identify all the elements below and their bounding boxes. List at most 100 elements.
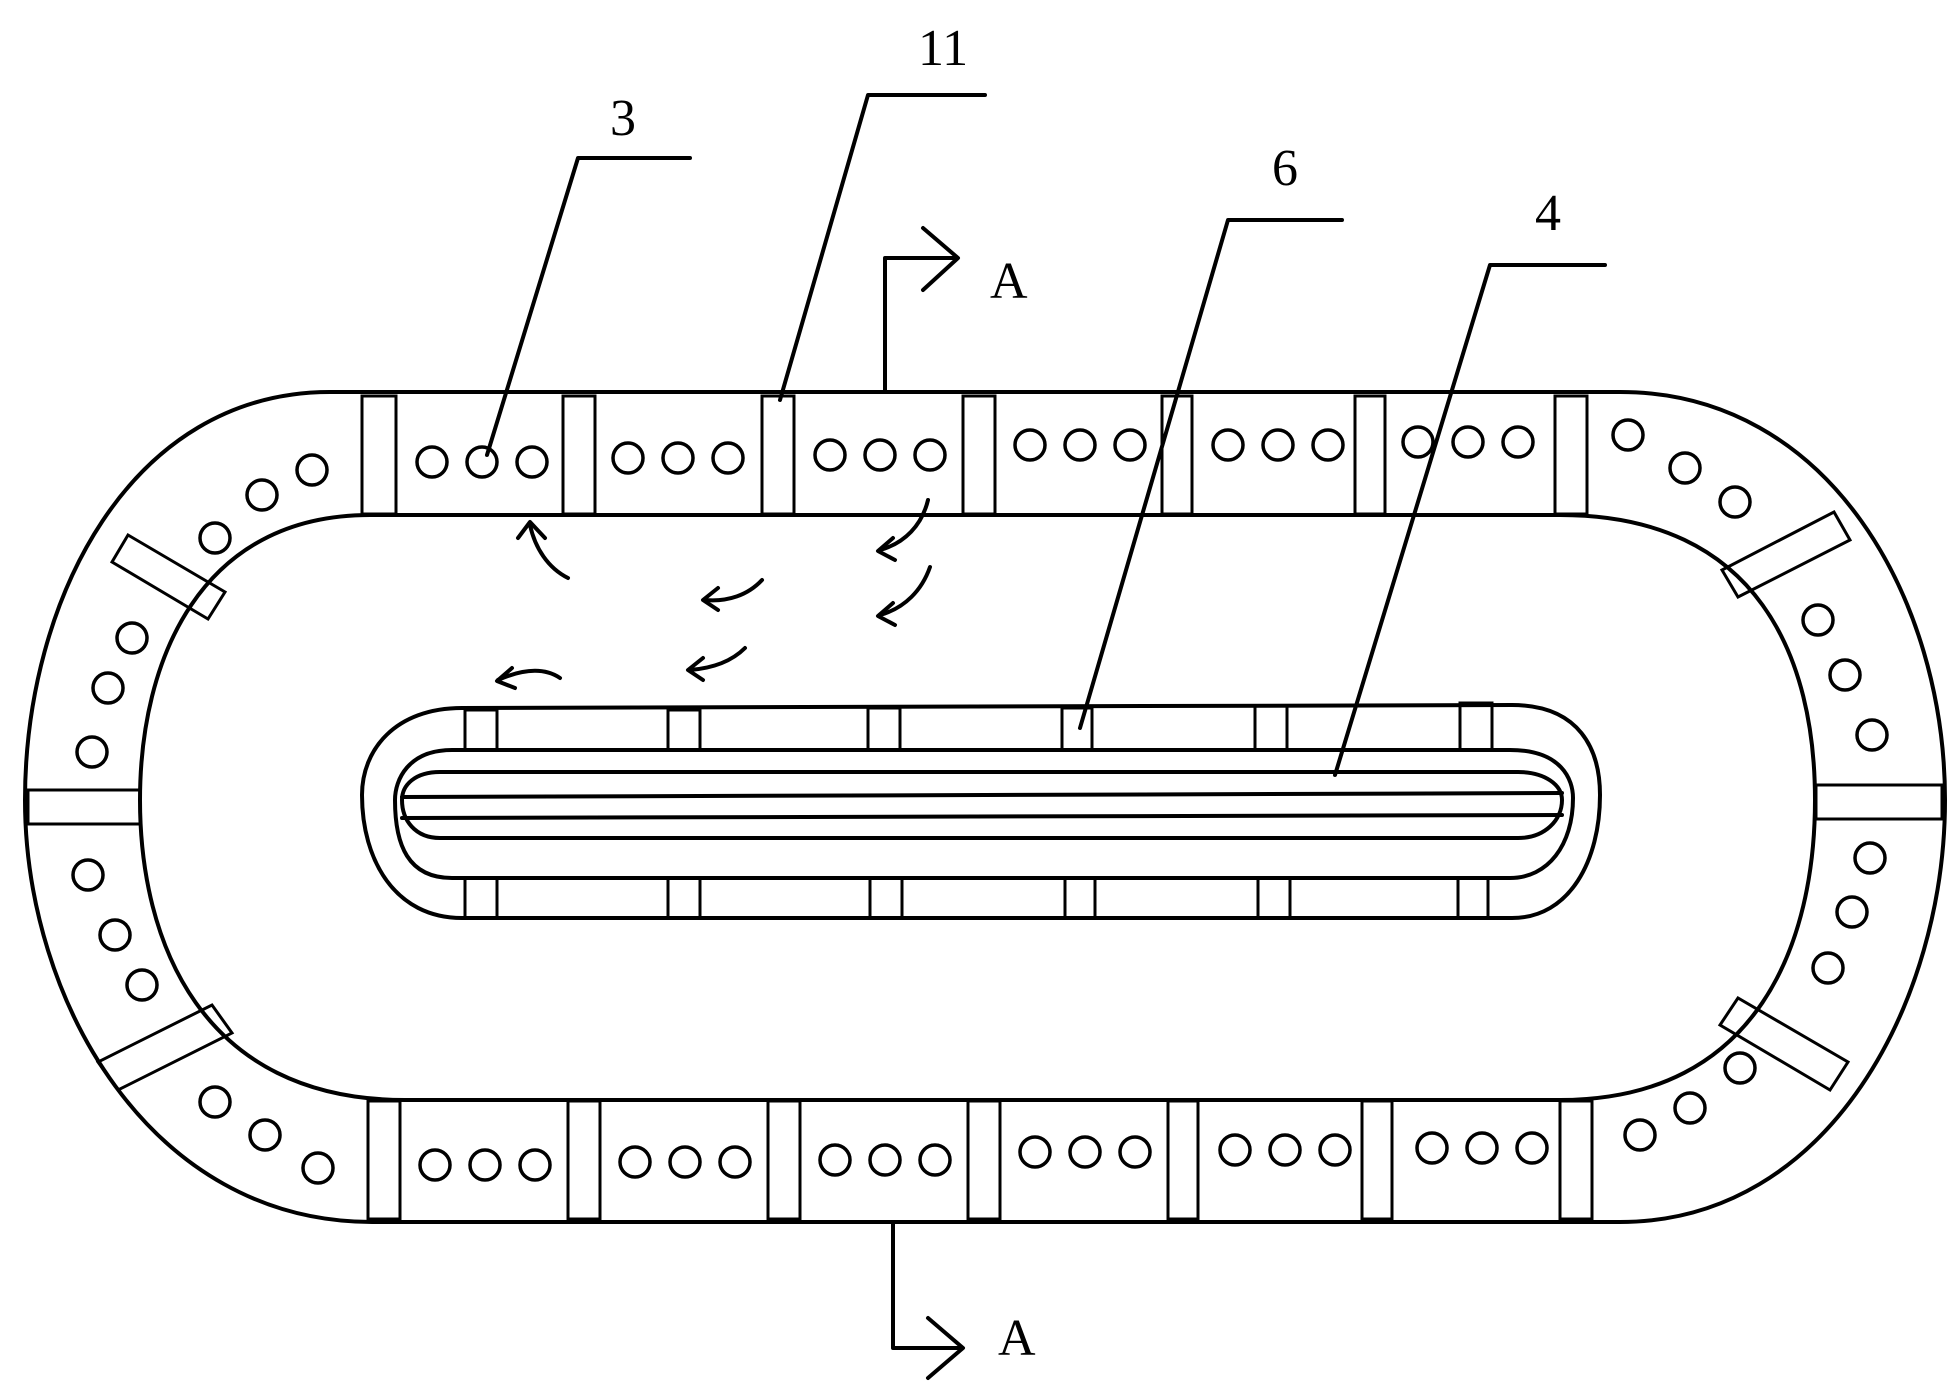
hole	[1515, 1131, 1549, 1165]
section-line	[883, 256, 957, 392]
hole	[718, 1145, 752, 1179]
hole	[125, 968, 159, 1002]
section-line	[891, 1220, 964, 1350]
inner-outer-boundary	[360, 703, 1602, 920]
flow-arrow	[688, 646, 747, 672]
hole	[1013, 428, 1047, 462]
separator	[1719, 510, 1853, 599]
hole	[611, 441, 645, 475]
hole	[818, 1143, 852, 1177]
label-4: 4	[1535, 185, 1561, 242]
flow-arrow	[528, 523, 570, 580]
flow-arrows	[495, 498, 932, 690]
separator	[360, 394, 398, 516]
hole	[1668, 451, 1702, 485]
hole	[198, 521, 232, 555]
hole	[1268, 1133, 1302, 1167]
reference-labels: 3 11 6 4	[485, 20, 1607, 777]
hole	[518, 1148, 552, 1182]
separator	[95, 1003, 235, 1092]
ring-holes	[71, 418, 1889, 1185]
separator	[760, 394, 796, 516]
inner-mid-boundary	[393, 748, 1575, 880]
hole	[668, 1145, 702, 1179]
hole	[1828, 658, 1862, 692]
separator	[1360, 1099, 1394, 1221]
inner-spacer	[868, 876, 904, 920]
inner-spacer	[1253, 704, 1289, 752]
top-segment-separators	[360, 394, 1589, 516]
hole	[868, 1143, 902, 1177]
hole	[913, 438, 947, 472]
heater-lower-line	[400, 813, 1564, 820]
flow-arrow	[878, 498, 930, 552]
hole	[1118, 1135, 1152, 1169]
inner-spacer	[1458, 701, 1494, 752]
leader-line-3	[485, 156, 692, 457]
flow-arrow	[878, 565, 932, 617]
flow-arrow	[496, 668, 562, 682]
hole	[1415, 1131, 1449, 1165]
separator	[1166, 1099, 1200, 1221]
hole	[1718, 485, 1752, 519]
hole	[1501, 425, 1535, 459]
hole	[1723, 1051, 1757, 1085]
bottom-segment-separators	[366, 1099, 1594, 1221]
flow-arrow	[495, 666, 517, 690]
hole	[1318, 1133, 1352, 1167]
leader-line-11	[778, 93, 987, 402]
inner-spacer	[463, 876, 499, 920]
hole	[1465, 1131, 1499, 1165]
hole	[1311, 428, 1345, 462]
hole	[245, 478, 279, 512]
section-marker-bottom: A	[891, 1220, 1036, 1380]
hole	[1855, 718, 1889, 752]
hole	[248, 1118, 282, 1152]
separator	[26, 788, 142, 826]
inner-spacer	[1060, 706, 1094, 752]
hole	[1835, 895, 1869, 929]
hole	[1211, 428, 1245, 462]
hole	[468, 1148, 502, 1182]
hole	[618, 1145, 652, 1179]
label-6: 6	[1272, 140, 1298, 197]
inner-assembly	[360, 701, 1602, 920]
inner-spacer	[666, 708, 702, 752]
hole	[1401, 425, 1435, 459]
inner-spacer	[666, 876, 702, 920]
section-label-bottom: A	[998, 1310, 1036, 1367]
section-marker-top: A	[883, 226, 1028, 392]
separator	[566, 1099, 602, 1221]
hole	[813, 438, 847, 472]
hole	[1811, 951, 1845, 985]
hole	[1113, 428, 1147, 462]
inner-spacer	[866, 706, 902, 752]
flow-arrow	[876, 601, 897, 627]
inner-spacer	[463, 708, 499, 752]
leader-line-6	[1078, 218, 1344, 730]
separator	[109, 532, 228, 622]
hole	[1261, 428, 1295, 462]
separator	[766, 1099, 802, 1221]
flow-arrow	[686, 656, 705, 682]
outer-ring-outer-boundary	[23, 390, 1947, 1224]
hole	[661, 441, 695, 475]
outer-ring	[23, 390, 1947, 1224]
separator	[366, 1099, 402, 1221]
separator	[1160, 394, 1194, 516]
outer-ring-inner-boundary	[138, 513, 1817, 1102]
heater-upper-line	[400, 791, 1564, 799]
hole	[1673, 1091, 1707, 1125]
hole	[295, 453, 329, 487]
hole	[301, 1151, 335, 1185]
separator	[1814, 783, 1944, 821]
hole	[918, 1143, 952, 1177]
hole	[71, 858, 105, 892]
separator	[561, 394, 597, 516]
hole	[1611, 418, 1645, 452]
hole	[1451, 425, 1485, 459]
section-arrowhead	[921, 226, 960, 292]
hole	[1801, 603, 1835, 637]
hole	[1068, 1135, 1102, 1169]
flow-arrow	[876, 536, 897, 562]
